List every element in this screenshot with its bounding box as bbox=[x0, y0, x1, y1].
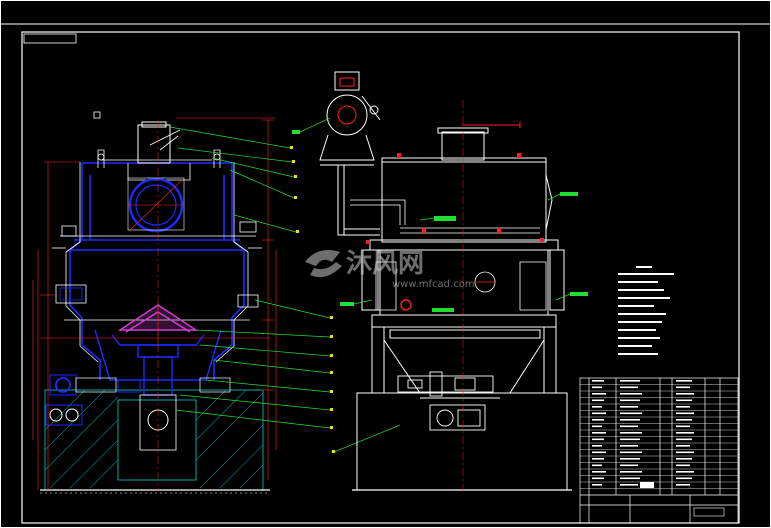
parts-list-entry bbox=[592, 419, 604, 421]
parts-list-entry bbox=[620, 471, 642, 473]
parts-list-entry bbox=[676, 471, 694, 473]
parts-list-entries bbox=[592, 380, 694, 486]
parts-list-entry bbox=[676, 451, 694, 454]
parts-list-entry bbox=[620, 477, 640, 480]
parts-list-entry bbox=[592, 393, 606, 395]
right-callout-leaders bbox=[299, 117, 571, 305]
parts-list-entry bbox=[676, 393, 694, 395]
parts-list-entry bbox=[676, 458, 692, 460]
parts-list-entry bbox=[592, 386, 602, 389]
parts-list-entry bbox=[620, 386, 638, 389]
parts-list-entry bbox=[592, 425, 602, 428]
watermark-url: www.mfcad.com bbox=[392, 279, 475, 290]
parts-list-entry bbox=[676, 419, 692, 421]
left-small-marker bbox=[93, 111, 101, 119]
parts-list-entry bbox=[676, 406, 690, 408]
parts-list-entry bbox=[620, 406, 638, 408]
right-top-motor bbox=[319, 71, 381, 236]
parts-list-entry bbox=[592, 445, 602, 447]
parts-list-entry bbox=[620, 393, 642, 395]
parts-list-entry bbox=[592, 432, 606, 434]
parts-list-entry bbox=[676, 412, 694, 415]
title-block-label-bg bbox=[640, 482, 654, 488]
parts-list-entry bbox=[620, 458, 640, 460]
parts-list-rows bbox=[580, 384, 738, 489]
left-callout-leaders bbox=[169, 126, 401, 453]
parts-list-entry bbox=[620, 380, 640, 382]
watermark-logo-icon bbox=[305, 249, 342, 278]
parts-list-entry bbox=[676, 477, 692, 480]
parts-list-entry bbox=[592, 406, 602, 408]
parts-list-entry bbox=[620, 464, 638, 467]
parts-list-entry bbox=[592, 477, 604, 480]
parts-list-entry bbox=[592, 464, 602, 467]
parts-list-entry bbox=[620, 412, 642, 415]
parts-list-entry bbox=[676, 380, 692, 382]
parts-list-entry bbox=[592, 484, 602, 486]
parts-list-entry bbox=[620, 399, 640, 402]
parts-list-entry bbox=[676, 425, 690, 428]
left-drive-unit bbox=[45, 374, 231, 426]
left-manhole bbox=[127, 177, 185, 233]
parts-list-entry bbox=[620, 484, 638, 486]
parts-list-entry bbox=[592, 471, 606, 473]
parts-list-entry bbox=[676, 445, 690, 447]
technical-notes bbox=[618, 266, 674, 355]
parts-list-entry bbox=[620, 445, 638, 447]
parts-list-entry bbox=[592, 412, 606, 415]
left-side-nozzles bbox=[55, 149, 259, 308]
watermark-text: 沐风网 bbox=[346, 249, 424, 279]
parts-list-entry bbox=[676, 399, 692, 402]
left-dimension-lines bbox=[32, 117, 277, 490]
parts-list-entry bbox=[620, 451, 642, 454]
right-drive-unit bbox=[397, 371, 500, 431]
parts-list-entry bbox=[592, 458, 604, 460]
title-block-drawing-number bbox=[693, 507, 725, 517]
right-red-accents bbox=[366, 153, 544, 244]
left-callout-numbers bbox=[290, 146, 335, 453]
parts-list-entry bbox=[676, 438, 692, 441]
parts-list-entry bbox=[676, 432, 694, 434]
right-callout-tags bbox=[292, 130, 588, 312]
parts-list-entry bbox=[620, 432, 642, 434]
left-section-view bbox=[32, 111, 277, 494]
parts-list-entry bbox=[676, 464, 690, 467]
right-support-frame bbox=[361, 249, 565, 394]
parts-list-entry bbox=[592, 438, 604, 441]
parts-list-entry bbox=[592, 451, 606, 454]
parts-list-entry bbox=[676, 484, 690, 486]
parts-list-entry bbox=[592, 399, 604, 402]
parts-list-entry bbox=[620, 425, 638, 428]
watermark: 沐风网 www.mfcad.com bbox=[305, 249, 475, 290]
parts-list-entry bbox=[592, 380, 604, 382]
parts-list-entry bbox=[620, 419, 640, 421]
left-foundation bbox=[40, 389, 270, 494]
parts-list-entry bbox=[620, 438, 640, 441]
right-elevation-view bbox=[319, 71, 572, 495]
parts-list-entry bbox=[676, 386, 690, 389]
